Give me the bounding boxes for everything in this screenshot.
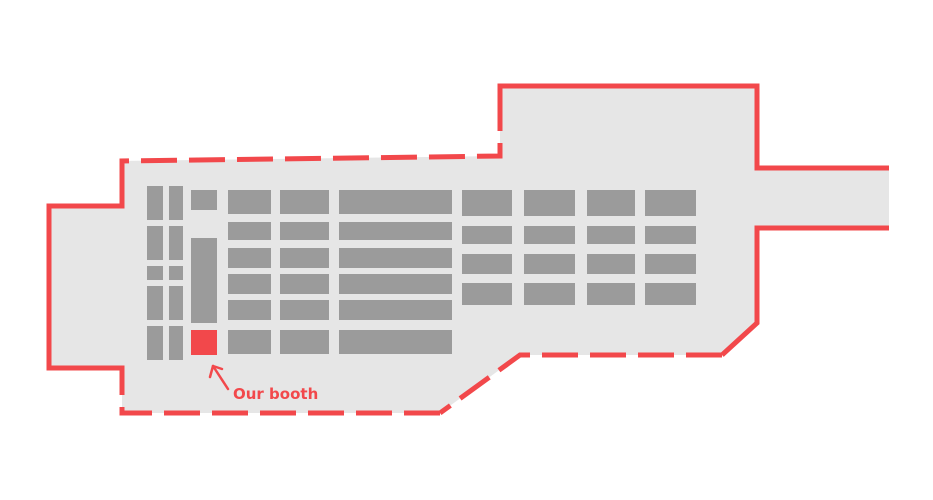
booth-31[interactable] bbox=[462, 190, 512, 216]
booth-42[interactable] bbox=[587, 283, 635, 305]
booth-27[interactable] bbox=[339, 248, 452, 268]
booth-30[interactable] bbox=[339, 330, 452, 354]
booth-13[interactable] bbox=[228, 190, 271, 214]
booth-1[interactable] bbox=[147, 186, 163, 220]
booth-36[interactable] bbox=[524, 226, 575, 244]
booth-45[interactable] bbox=[645, 254, 696, 274]
booth-12[interactable] bbox=[191, 238, 217, 323]
booth-17[interactable] bbox=[228, 300, 271, 320]
booth-25[interactable] bbox=[339, 190, 452, 214]
booth-41[interactable] bbox=[587, 254, 635, 274]
booth-11[interactable] bbox=[191, 190, 217, 210]
booth-23[interactable] bbox=[280, 300, 329, 320]
booth-8[interactable] bbox=[169, 266, 183, 280]
booth-20[interactable] bbox=[280, 222, 329, 240]
booth-37[interactable] bbox=[524, 254, 575, 274]
booth-22[interactable] bbox=[280, 274, 329, 294]
wall-dashed-south bbox=[119, 385, 440, 416]
our-booth-marker[interactable] bbox=[191, 330, 217, 355]
booth-26[interactable] bbox=[339, 222, 452, 240]
booth-34[interactable] bbox=[462, 283, 512, 305]
booth-4[interactable] bbox=[147, 286, 163, 320]
booth-44[interactable] bbox=[645, 226, 696, 244]
booth-7[interactable] bbox=[169, 226, 183, 260]
wall-dashed-north bbox=[119, 112, 503, 190]
booth-6[interactable] bbox=[169, 186, 183, 220]
booth-33[interactable] bbox=[462, 254, 512, 274]
booth-43[interactable] bbox=[645, 190, 696, 216]
booth-5[interactable] bbox=[147, 326, 163, 360]
booth-10[interactable] bbox=[169, 326, 183, 360]
booth-19[interactable] bbox=[280, 190, 329, 214]
wall-solid-west-entrance bbox=[46, 190, 125, 385]
hall-walls bbox=[46, 83, 889, 416]
booth-18[interactable] bbox=[228, 330, 271, 354]
wall-solid-north-annex bbox=[497, 83, 889, 171]
arrow-up-icon bbox=[208, 364, 230, 391]
booth-grid bbox=[147, 186, 696, 360]
wall-dashed-south-annex bbox=[438, 352, 722, 416]
booth-9[interactable] bbox=[169, 286, 183, 320]
booth-24[interactable] bbox=[280, 330, 329, 354]
booth-14[interactable] bbox=[228, 222, 271, 240]
booth-38[interactable] bbox=[524, 283, 575, 305]
booth-39[interactable] bbox=[587, 190, 635, 216]
booth-32[interactable] bbox=[462, 226, 512, 244]
booth-35[interactable] bbox=[524, 190, 575, 216]
booth-28[interactable] bbox=[339, 274, 452, 294]
booth-2[interactable] bbox=[147, 226, 163, 260]
booth-21[interactable] bbox=[280, 248, 329, 268]
booth-40[interactable] bbox=[587, 226, 635, 244]
booth-15[interactable] bbox=[228, 248, 271, 268]
booth-29[interactable] bbox=[339, 300, 452, 320]
booth-16[interactable] bbox=[228, 274, 271, 294]
wall-solid-east-corridor bbox=[720, 225, 889, 357]
booth-46[interactable] bbox=[645, 283, 696, 305]
our-booth-label: Our booth bbox=[233, 385, 318, 403]
booth-3[interactable] bbox=[147, 266, 163, 280]
